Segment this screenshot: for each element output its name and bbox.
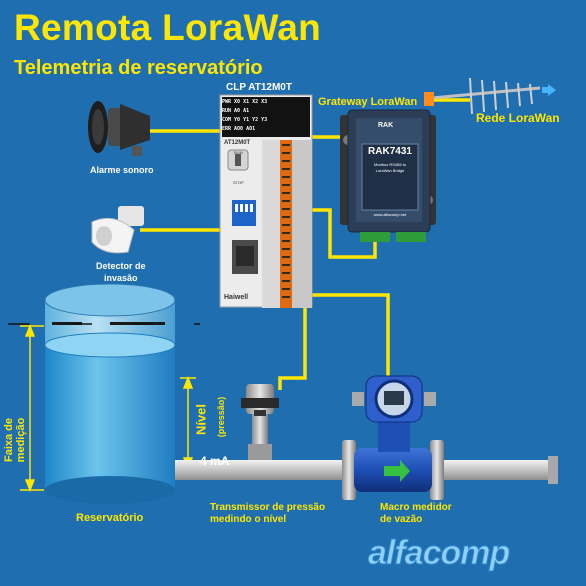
range-label: Faixa de medição xyxy=(3,417,27,463)
pressure-label: (pressão) xyxy=(216,396,226,438)
gateway-model: RAK7431 xyxy=(368,146,412,157)
plc-device xyxy=(219,94,313,308)
alfacomp-logo: alfacomp xyxy=(367,534,510,573)
page-title: Remota LoraWan xyxy=(14,7,322,48)
network-label: Rede LoraWan xyxy=(476,111,560,125)
dimension-lines xyxy=(20,323,196,493)
reservoir-label: Reservatório xyxy=(76,512,144,524)
alarm-label: Alarme sonoro xyxy=(90,165,154,175)
led-err: ERR xyxy=(222,126,232,132)
flowmeter-icon xyxy=(342,375,444,500)
clp-model: AT12M0T xyxy=(224,140,251,146)
alarm-siren-icon xyxy=(88,101,150,156)
level-label: Nível xyxy=(193,403,209,436)
clp-switch-stop: STOP xyxy=(233,180,244,185)
signal-label: 4 mA xyxy=(200,454,230,468)
detector-label: Detector de invasão xyxy=(96,260,146,284)
gateway-brand: RAK xyxy=(378,122,394,129)
page-subtitle: Telemetria de reservatório xyxy=(14,57,263,79)
gateway-label: Grateway LoraWan xyxy=(318,96,418,108)
wiring xyxy=(140,98,470,390)
lorawan-antenna xyxy=(424,77,556,115)
gateway-url: www.alfacomp.net xyxy=(373,212,407,217)
transmitter-label: Transmissor de pressão medindo o nível xyxy=(210,502,326,525)
led-com: COM xyxy=(222,117,232,123)
clp-switch-run: RUN xyxy=(234,150,243,155)
clp-brand: Haiwell xyxy=(224,294,249,301)
reservoir-tank xyxy=(8,283,200,504)
clp-label: CLP AT12M0T xyxy=(226,82,292,93)
flowmeter-label: Macro medidor de vazão xyxy=(380,502,452,525)
plc-terminals xyxy=(280,140,292,308)
led-run: RUN xyxy=(222,108,232,114)
motion-detector-icon xyxy=(91,206,144,254)
gateway-terminals xyxy=(360,232,426,242)
detector-label-line2: invasão xyxy=(103,273,138,283)
led-pwr: PWR xyxy=(222,99,232,105)
detector-label-line1: Detector de xyxy=(96,261,146,271)
gateway-desc: Modbus RS485 to LoraWan Bridge xyxy=(373,162,407,173)
pressure-transmitter-icon xyxy=(241,384,279,460)
gateway-device xyxy=(340,109,436,242)
